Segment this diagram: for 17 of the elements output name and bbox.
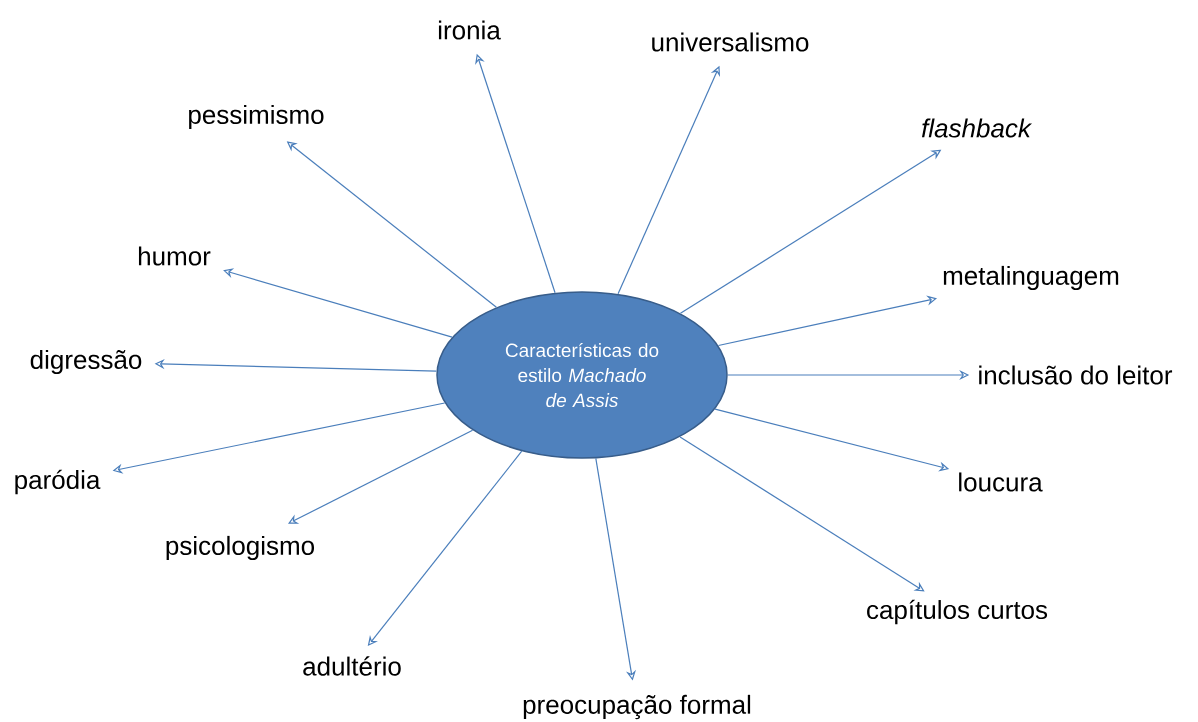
label-text: metalinguagem — [943, 265, 1119, 291]
label-text: adultério — [303, 656, 401, 676]
label-text: humor — [138, 246, 211, 266]
label-text: inclusão do leitor — [979, 365, 1173, 385]
label-text: universalismo — [652, 32, 809, 52]
label-text: loucura — [959, 472, 1043, 492]
arrow — [679, 436, 925, 592]
arrow — [288, 429, 474, 524]
label-text: digressão — [30, 349, 142, 375]
label-text: ironia — [438, 20, 501, 40]
label-text: pessimismo — [189, 104, 324, 130]
arrow — [223, 268, 453, 338]
label-text: psicologismo — [166, 535, 315, 561]
label-text: preocupação formal — [523, 694, 751, 720]
label-text: flashback — [921, 118, 1032, 138]
label-text: capítulos curtos — [867, 599, 1048, 625]
label-text: paródia — [15, 469, 101, 495]
